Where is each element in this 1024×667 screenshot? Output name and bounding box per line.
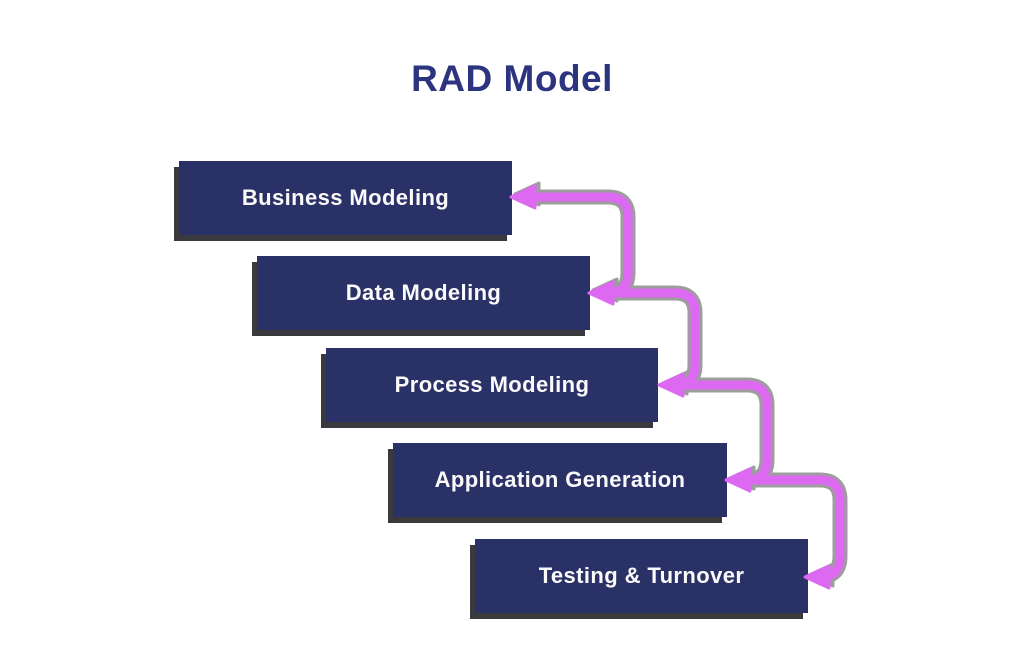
- arrowhead-icon: [509, 184, 537, 210]
- arrowhead-icon: [724, 467, 752, 493]
- step-label: Business Modeling: [241, 185, 450, 210]
- step-box-business-modeling: Business Modeling: [179, 161, 512, 235]
- step-box-data-modeling: Data Modeling: [257, 256, 590, 330]
- arrowhead-shadow-icon: [661, 370, 689, 396]
- arrowhead-shadow-icon: [513, 181, 541, 207]
- step-box-application-generation: Application Generation: [393, 443, 727, 517]
- step-label: Process Modeling: [394, 372, 590, 397]
- arrowhead-icon: [657, 372, 685, 398]
- step-box-testing-turnover: Testing & Turnover: [475, 539, 808, 613]
- step-box-process-modeling: Process Modeling: [326, 348, 658, 422]
- arrowhead-shadow-icon: [591, 277, 619, 303]
- step-label: Data Modeling: [345, 280, 502, 305]
- arrowhead-shadow-icon: [728, 465, 756, 491]
- arrowhead-icon: [587, 280, 615, 306]
- arrowhead-shadow-icon: [807, 562, 835, 588]
- page-title: RAD Model: [411, 58, 613, 99]
- arrowhead-icon: [803, 564, 831, 590]
- step-label: Application Generation: [434, 467, 686, 492]
- step-label: Testing & Turnover: [538, 563, 745, 588]
